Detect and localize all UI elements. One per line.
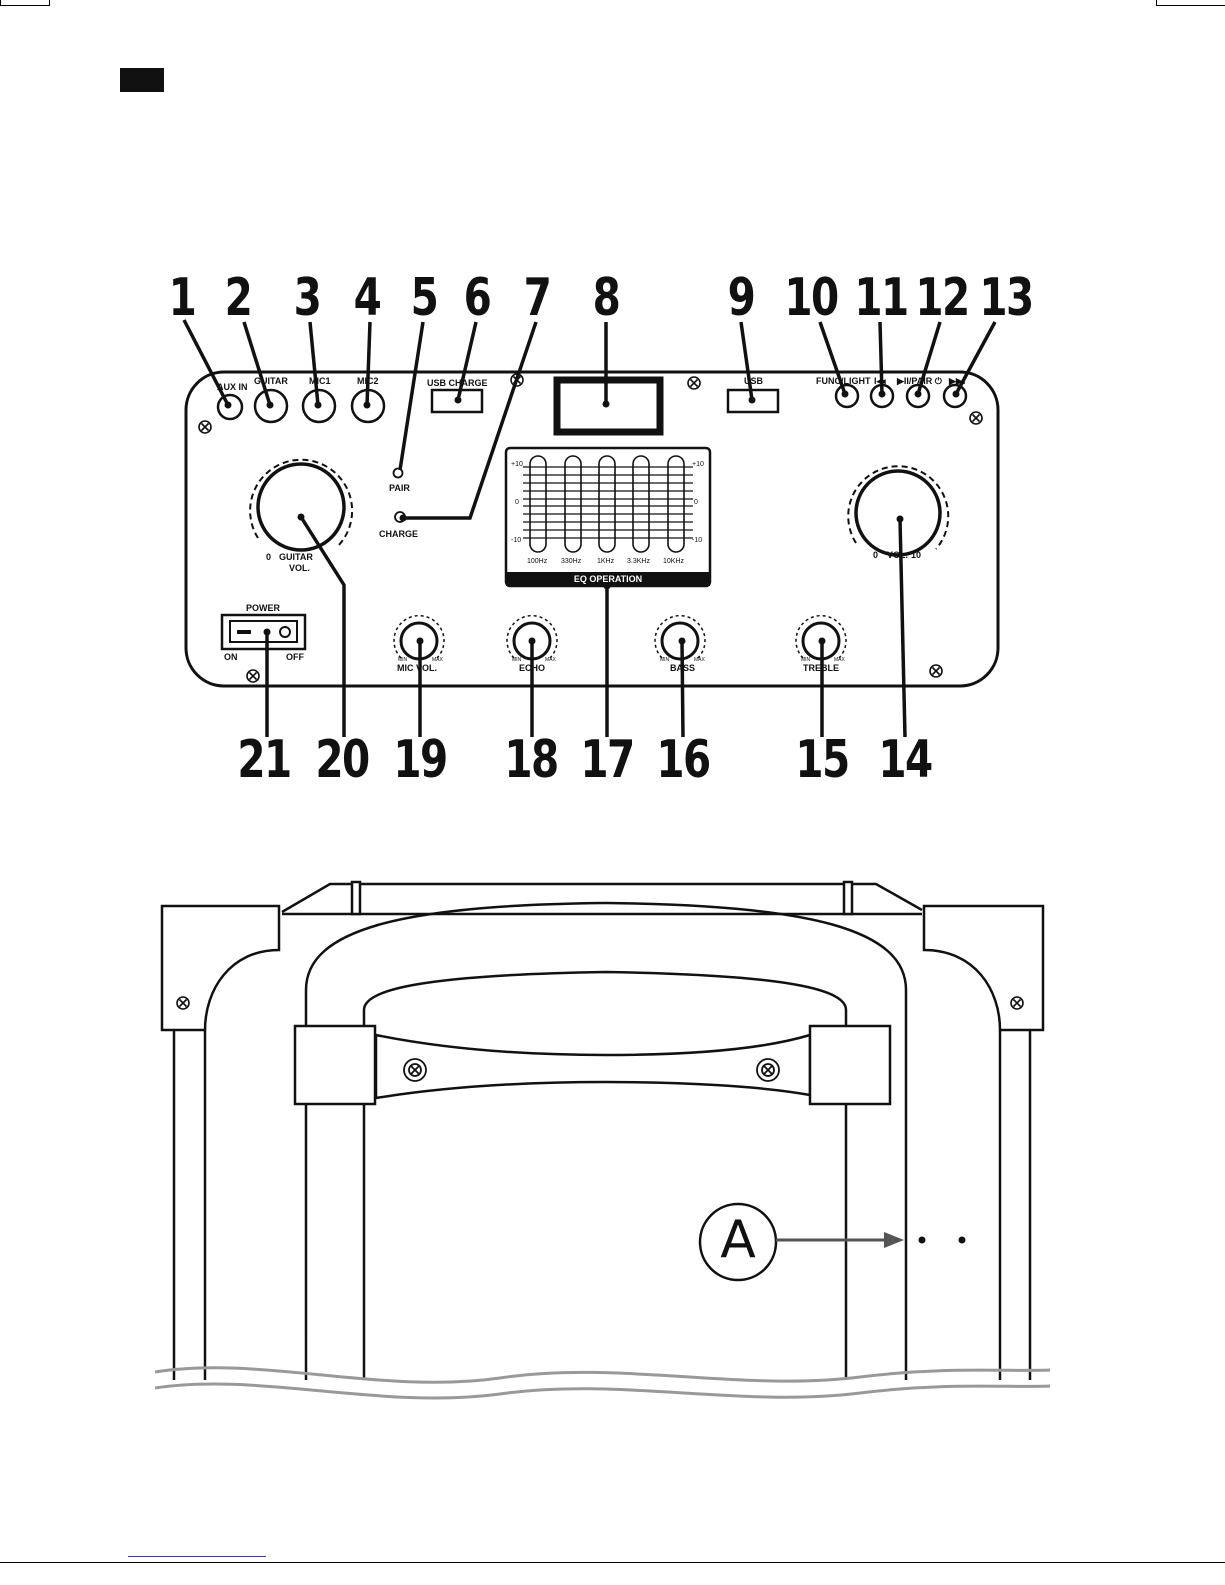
label-usb-charge: USB CHARGE: [427, 378, 488, 388]
label-min: MIN: [398, 657, 407, 663]
hole-dot: [959, 1237, 966, 1244]
footer-link-underline: [128, 1556, 266, 1557]
screw-icon: [247, 670, 259, 682]
callout-2: 2: [207, 268, 269, 328]
callout-8: 8: [575, 268, 637, 328]
label-power: POWER: [246, 603, 280, 613]
callout-6: 6: [446, 268, 508, 328]
label-treble: TREBLE: [803, 663, 839, 673]
screw-icon: [688, 377, 700, 389]
callout-17: 17: [576, 730, 638, 790]
marker-a-label: A: [708, 1208, 768, 1272]
callout-20: 20: [311, 730, 373, 790]
label-aux-in: AUX IN: [217, 382, 248, 392]
callout-15: 15: [791, 730, 853, 790]
eq-scale-minus10-right: -10: [692, 537, 702, 544]
label-min: MIN: [801, 657, 810, 663]
screw-icon: [970, 412, 982, 424]
eq-scale-plus10-left: +10: [511, 461, 523, 468]
callout-1: 1: [151, 268, 213, 328]
label-mic2: MIC2: [357, 376, 379, 386]
callout-16: 16: [652, 730, 714, 790]
callout-19: 19: [389, 730, 451, 790]
label-off: OFF: [286, 652, 304, 662]
callout-18: 18: [500, 730, 562, 790]
label-func-light: FUNC/LIGHT: [816, 376, 871, 386]
label-guitar-vol2: VOL.: [289, 563, 310, 573]
eq-band-100hz: 100Hz: [527, 558, 547, 565]
label-min: MIN: [660, 657, 669, 663]
label-mic-vol: MIC VOL.: [397, 663, 437, 673]
cut-line-wave: [155, 1384, 1050, 1398]
eq-band-330hz: 330Hz: [561, 558, 581, 565]
eq-operation-label: EQ OPERATION: [506, 572, 710, 586]
label-max: MAX: [432, 657, 443, 663]
label-prev: I◂◂: [874, 376, 886, 387]
label-usb: USB: [744, 376, 763, 386]
callout-4: 4: [336, 268, 398, 328]
hole-dot: [919, 1237, 926, 1244]
callout-11: 11: [850, 268, 912, 328]
cut-line-wave: [155, 1368, 1050, 1383]
label-on: ON: [224, 652, 238, 662]
guitar-vol-knob: [258, 464, 344, 550]
label-guitar-vol: GUITAR: [279, 552, 313, 562]
screw-icon: [199, 421, 211, 433]
label-vol: VOL.: [887, 550, 908, 560]
eq-scale-zero-left: 0: [515, 499, 519, 506]
label-max: MAX: [834, 657, 845, 663]
trolley-handle-drawing: [162, 882, 1043, 1380]
label-echo: ECHO: [519, 663, 545, 673]
eq-band-10khz: 10KHz: [663, 558, 684, 565]
callout-21: 21: [233, 730, 295, 790]
label-vol-ten: 10: [911, 550, 921, 560]
label-vol-zero: 0: [873, 550, 878, 560]
callout-9: 9: [710, 268, 772, 328]
eq-scale-plus10-right: +10: [692, 461, 704, 468]
label-min: MIN: [512, 657, 521, 663]
eq-scale-minus10-left: -10: [511, 537, 521, 544]
label-guitar: GUITAR: [254, 376, 288, 386]
eq-band-3.3khz: 3.3KHz: [627, 558, 650, 565]
callout-12: 12: [911, 268, 973, 328]
label-guitar-vol-zero: 0: [266, 552, 271, 562]
callout-14: 14: [874, 730, 936, 790]
label-play-pair: ▶II/PAIR ⏻: [897, 376, 942, 387]
screw-icon: [930, 665, 942, 677]
eq-band-1khz: 1KHz: [597, 558, 614, 565]
label-pair: PAIR: [389, 483, 410, 493]
eq-scale-zero-right: 0: [694, 499, 698, 506]
label-next: ▶▶I: [949, 376, 965, 387]
footer-rule: [0, 1562, 1225, 1563]
callout-7: 7: [506, 268, 568, 328]
master-vol-knob: [856, 471, 940, 555]
callout-10: 10: [780, 268, 842, 328]
label-max: MAX: [694, 657, 705, 663]
label-mic1: MIC1: [309, 376, 331, 386]
arrow-right-icon: [884, 1232, 904, 1248]
callout-3: 3: [276, 268, 338, 328]
label-max: MAX: [545, 657, 556, 663]
label-bass: BASS: [670, 663, 695, 673]
callout-13: 13: [975, 268, 1037, 328]
label-charge: CHARGE: [379, 529, 418, 539]
